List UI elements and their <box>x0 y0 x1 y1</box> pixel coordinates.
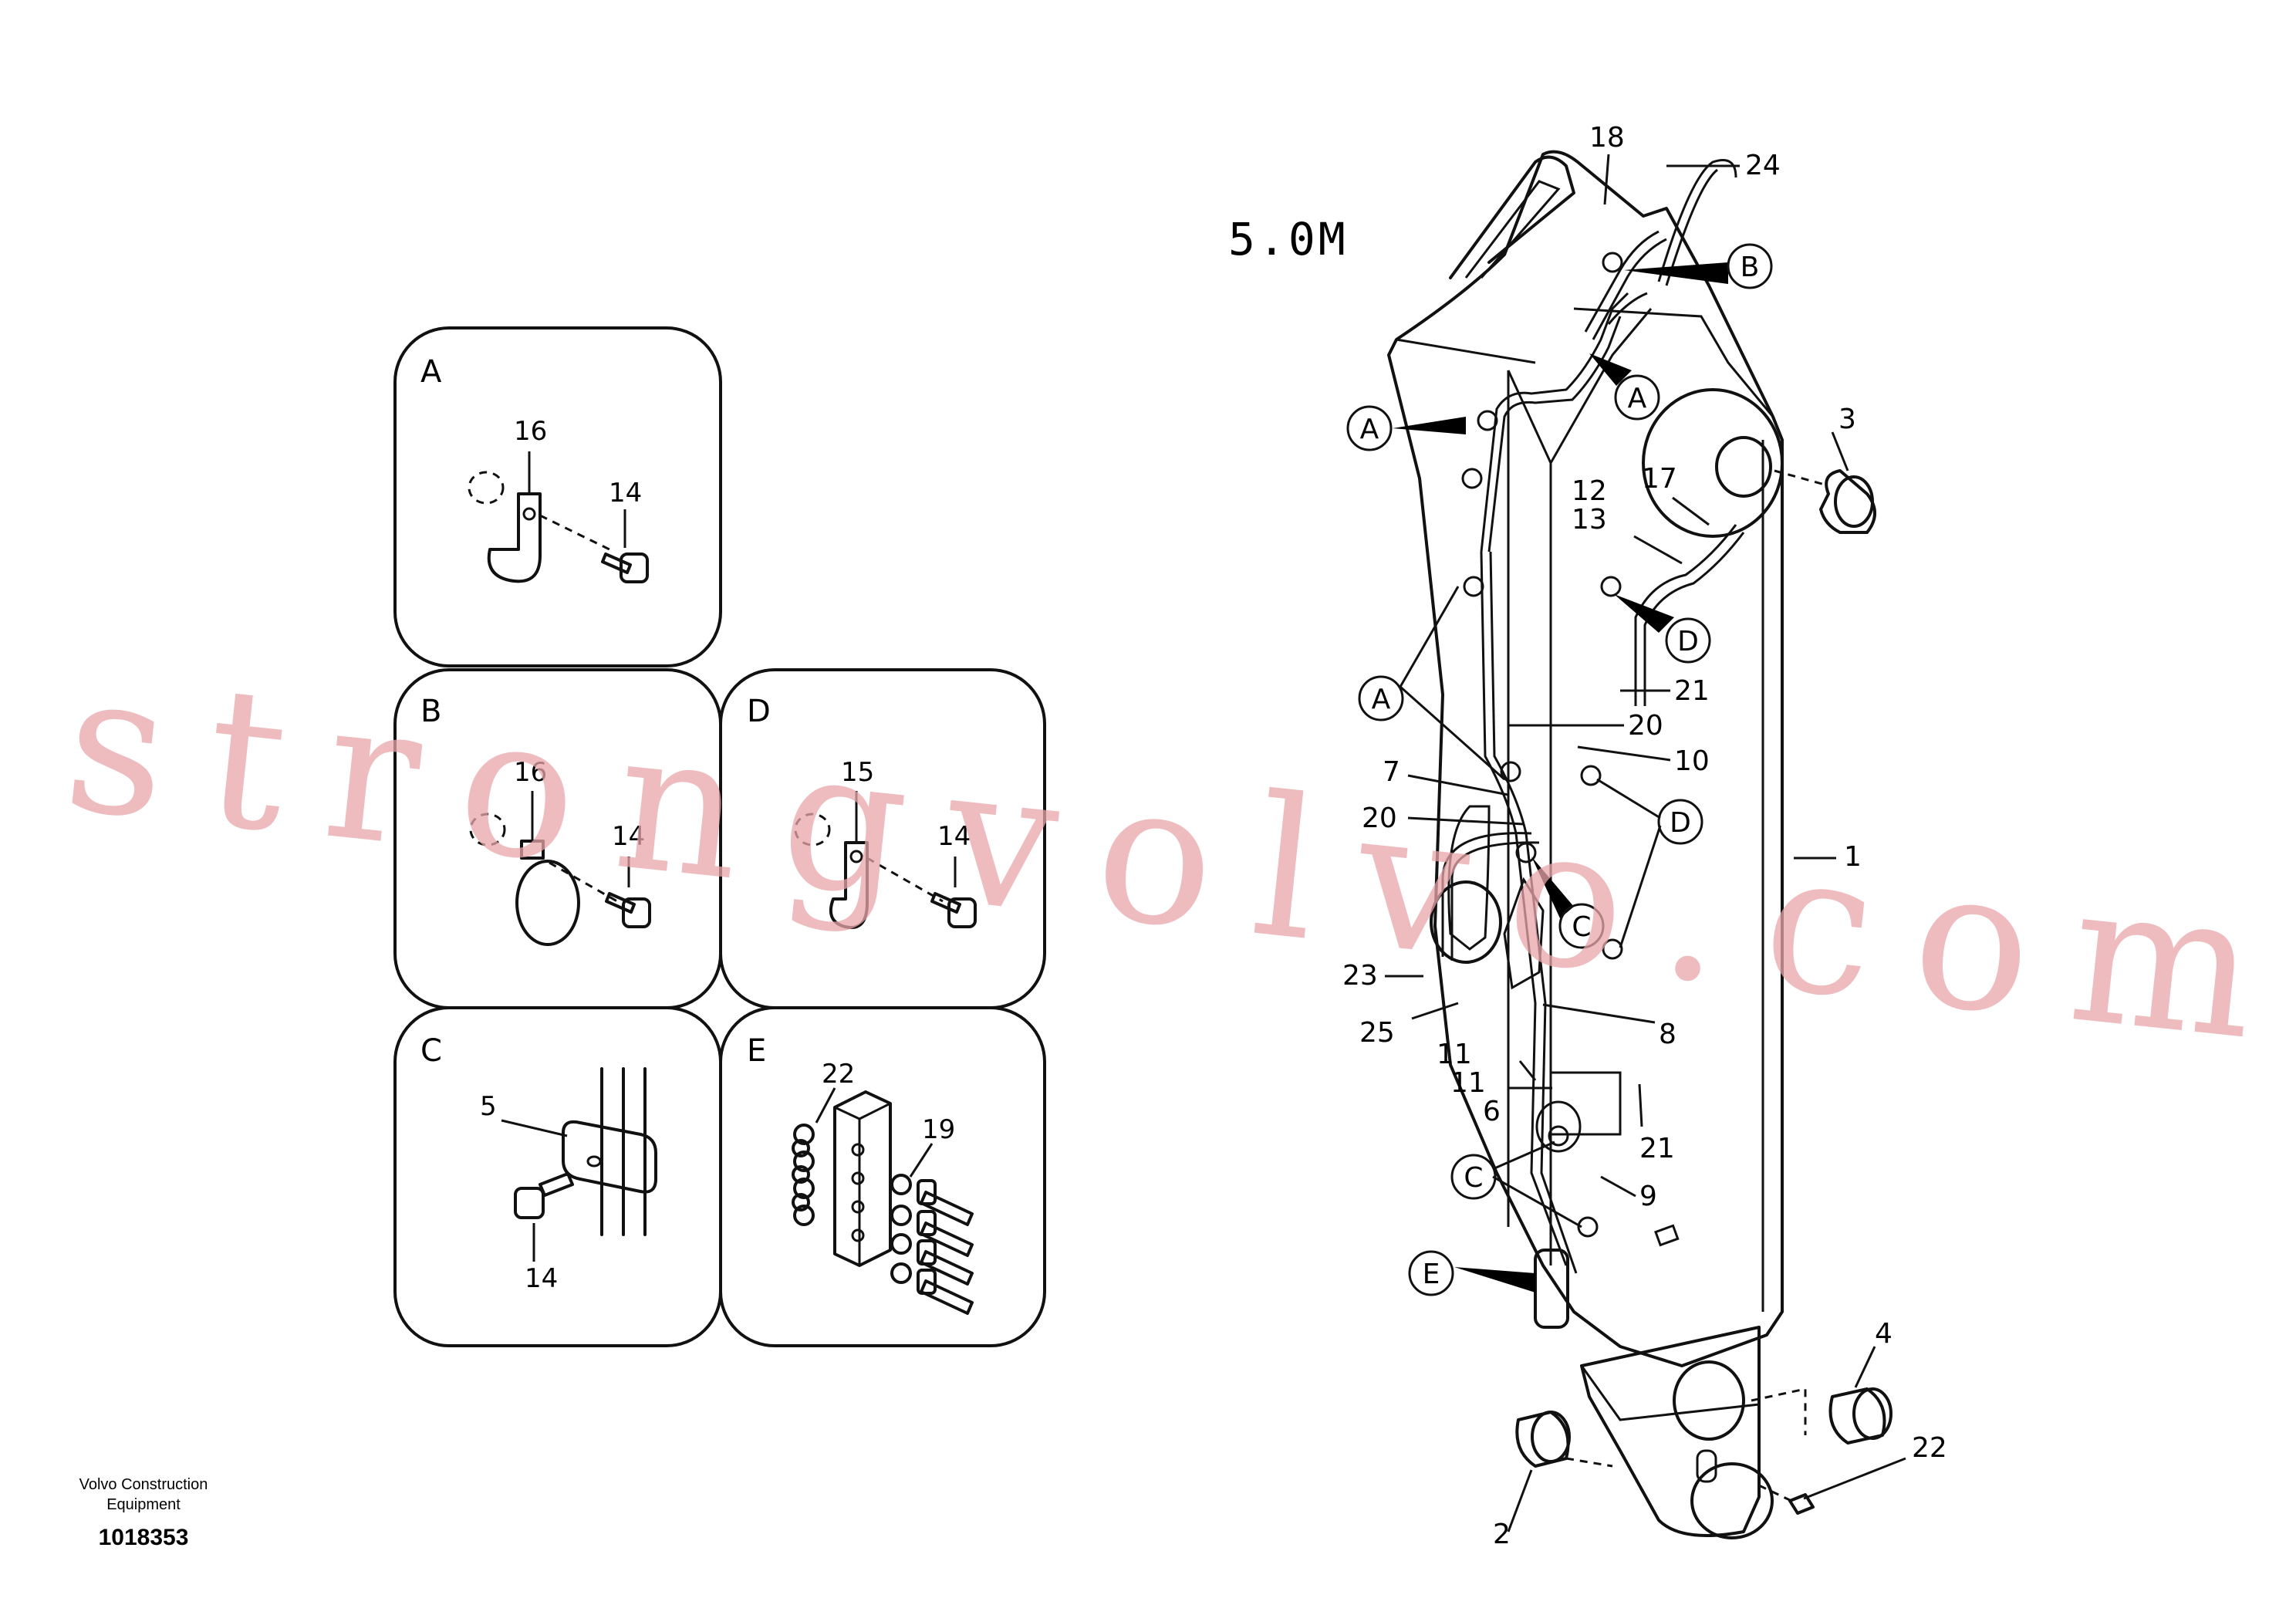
callout-9: 9 <box>1639 1181 1657 1212</box>
callout-13: 13 <box>1572 504 1607 536</box>
callout-8: 8 <box>1659 1019 1676 1050</box>
brand-line-2: Equipment <box>106 1496 181 1513</box>
callout-11b: 11 <box>1450 1067 1486 1099</box>
callout-1: 1 <box>1844 841 1862 873</box>
view-ref-c2: C <box>1450 1140 1582 1228</box>
bolt-icon <box>601 509 649 583</box>
view-ref-a3-letter: A <box>1372 684 1391 715</box>
clamp-block-icon <box>833 1090 892 1267</box>
callout-17: 17 <box>1642 463 1677 495</box>
detail-b-letter: B <box>420 694 441 729</box>
callout-4: 4 <box>1875 1318 1893 1350</box>
view-ref-a2: A <box>1589 353 1660 421</box>
bushing-4-icon <box>1751 1387 1893 1445</box>
view-ref-d2: D <box>1596 778 1703 948</box>
view-ref-d1: D <box>1614 594 1711 664</box>
detail-e-letter: E <box>747 1033 766 1069</box>
callout-20a: 20 <box>1628 710 1663 742</box>
detail-a-callout-14: 14 <box>609 478 642 509</box>
view-ref-e1: E <box>1408 1250 1535 1296</box>
callout-6: 6 <box>1483 1096 1501 1127</box>
callout-12: 12 <box>1572 475 1607 507</box>
view-ref-c1-letter: C <box>1572 911 1591 943</box>
detail-panel-d: D 15 14 <box>719 668 1046 1009</box>
detail-panel-a: A 16 14 <box>393 326 722 667</box>
callout-22: 22 <box>1912 1432 1947 1464</box>
bolts-icon <box>890 1143 974 1315</box>
p-clamp-icon <box>794 791 944 929</box>
bolt-22-icon <box>1758 1484 1815 1515</box>
arm-stick <box>1387 150 1784 1539</box>
callout-3: 3 <box>1838 404 1856 435</box>
callout-2: 2 <box>1493 1519 1511 1550</box>
view-ref-b1-letter: B <box>1741 252 1760 283</box>
bolt-icon <box>605 857 651 928</box>
callout-25: 25 <box>1359 1017 1395 1049</box>
drawing-number: 1018353 <box>99 1525 189 1550</box>
view-ref-d2-letter: D <box>1670 807 1691 839</box>
view-ref-a1: A <box>1346 405 1466 451</box>
view-ref-d1-letter: D <box>1677 626 1699 657</box>
detail-c-callout-5: 5 <box>480 1091 497 1122</box>
bushing-2-icon <box>1515 1411 1613 1468</box>
view-ref-a3: A <box>1358 586 1505 781</box>
detail-a-callout-16: 16 <box>514 416 547 447</box>
callout-21b: 21 <box>1639 1133 1675 1164</box>
bolt-icon <box>930 857 977 928</box>
detail-c-callout-14: 14 <box>525 1263 558 1294</box>
detail-a-letter: A <box>420 354 442 390</box>
detail-e-callout-22: 22 <box>822 1059 855 1090</box>
watermark: strongvolvo.com <box>56 629 2267 1082</box>
detail-panel-e: E 22 19 <box>719 1006 1046 1347</box>
p-clamp-icon <box>469 791 618 946</box>
pipe-clamp-icon <box>501 1067 657 1236</box>
view-ref-c2-letter: C <box>1464 1162 1483 1194</box>
bushing-3-icon <box>1774 469 1876 534</box>
clamp-markers <box>1461 252 1623 1238</box>
detail-d-callout-15: 15 <box>841 757 874 788</box>
model-label: 5.0M <box>1228 213 1349 265</box>
callout-18: 18 <box>1589 122 1625 154</box>
callout-24: 24 <box>1745 150 1781 181</box>
detail-b-callout-16: 16 <box>514 757 547 788</box>
p-clamp-icon <box>468 451 610 583</box>
callout-20b: 20 <box>1362 803 1397 834</box>
callout-leaders <box>1385 154 1906 1532</box>
nuts-icon <box>792 1087 836 1226</box>
brand-line-1: Volvo Construction <box>79 1476 208 1493</box>
detail-d-letter: D <box>747 694 771 729</box>
view-ref-a1-letter: A <box>1360 414 1379 445</box>
callout-21a: 21 <box>1674 675 1710 707</box>
callout-23: 23 <box>1342 960 1378 992</box>
callout-7: 7 <box>1383 756 1400 788</box>
detail-e-callout-19: 19 <box>922 1114 955 1145</box>
detail-b-callout-14: 14 <box>612 821 645 852</box>
view-ref-c1: C <box>1531 857 1605 949</box>
detail-panel-c: C 5 14 <box>393 1006 722 1347</box>
callout-10: 10 <box>1674 745 1710 777</box>
view-ref-e1-letter: E <box>1423 1259 1440 1290</box>
bolt-icon <box>514 1172 574 1262</box>
view-ref-a2-letter: A <box>1628 383 1647 414</box>
view-ref-b1: B <box>1624 243 1773 289</box>
callout-11a: 11 <box>1437 1039 1472 1070</box>
detail-c-letter: C <box>420 1033 442 1069</box>
detail-d-callout-14: 14 <box>937 821 971 852</box>
